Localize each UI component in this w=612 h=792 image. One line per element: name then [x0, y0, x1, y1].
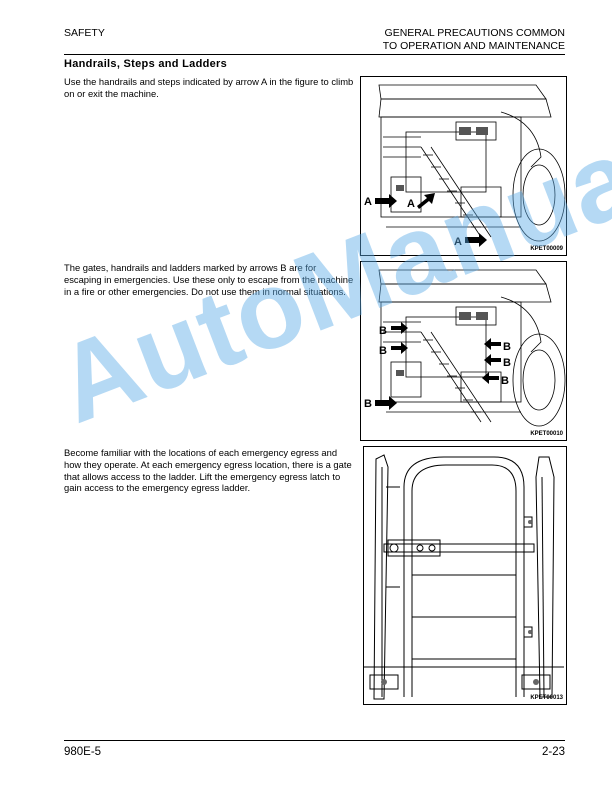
section-title: Handrails, Steps and Ladders [64, 58, 228, 70]
arrow-label-a3: A [454, 236, 462, 248]
header-left-section: SAFETY [64, 27, 105, 39]
paragraph-handrails: Use the handrails and steps indicated by… [64, 76, 354, 99]
figure-code: KPET00009 [530, 246, 563, 252]
arrow-label-b6: B [364, 398, 372, 410]
figure-code: KPET00010 [530, 431, 563, 437]
arrow-label-b1: B [379, 325, 387, 337]
truck-illustration-a: A A A [364, 84, 566, 248]
footer-page-number: 2-23 [541, 746, 565, 758]
arrow-label-a1: A [364, 196, 372, 208]
arrow-label-a2: A [407, 198, 415, 210]
header-right-title: GENERAL PRECAUTIONS COMMON TO OPERATION … [383, 27, 565, 53]
figure-emergency-b: B B B B B B KPET00010 [360, 261, 567, 441]
arrow-label-b4: B [503, 357, 511, 369]
arrow-label-b5: B [501, 375, 509, 387]
arrow-label-b2: B [379, 345, 387, 357]
egress-gate-illustration [364, 454, 564, 700]
arrow-label-b3: B [503, 341, 511, 353]
footer-rule [64, 740, 565, 741]
footer-model: 980E-5 [64, 746, 102, 758]
figure-code: KPET00013 [530, 695, 563, 701]
truck-illustration-b: B B B B B B [364, 269, 566, 427]
arrow-a-markers [375, 193, 487, 247]
arrow-b-markers [375, 322, 501, 410]
header-rule [64, 54, 565, 55]
figure-egress-gate: KPET00013 [363, 446, 567, 705]
paragraph-egress-gate: Become familiar with the locations of ea… [64, 447, 352, 494]
paragraph-emergency-escape: The gates, handrails and ladders marked … [64, 262, 354, 297]
figure-handrails-a: A A A KPET00009 [360, 76, 567, 256]
header-right-line1: GENERAL PRECAUTIONS COMMON [384, 27, 565, 39]
header-right-line2: TO OPERATION AND MAINTENANCE [382, 40, 565, 52]
